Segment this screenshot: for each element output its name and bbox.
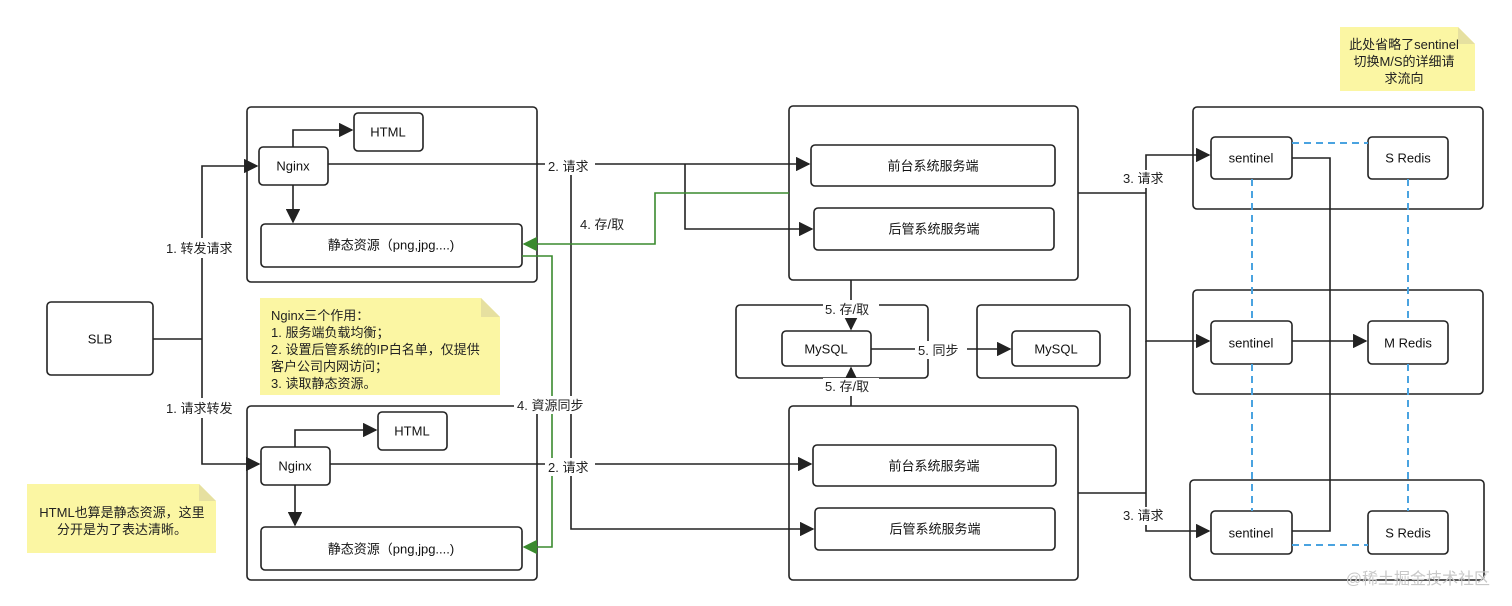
nginx-top-label: Nginx [276,159,310,174]
admin-top-label: 后管系统服务端 [888,222,979,237]
edge-sentinel-top-redis-mid [1292,157,1331,341]
html-bottom-label: HTML [394,424,429,439]
mysql-sync-container [976,304,1131,379]
label-db-store-bottom: 5. 存/取 [825,379,869,394]
edge-server-bottom-sentinel-bottom [1145,493,1211,539]
slb-label: SLB [88,332,113,347]
front-top-node [810,144,1056,187]
edge-nginx-top-admin-top [684,164,814,237]
label-store-fetch: 4. 存/取 [580,217,624,232]
note-nginx-roles-line2: 2. 设置后管系统的IP白名单，仅提供客户公司内网访问； [271,342,480,374]
mysql-sync-node [1011,330,1101,367]
mysql-sync-label: MySQL [1034,342,1077,357]
note-nginx-roles-line1: 1. 服务端负载均衡； [271,325,390,340]
html-top-node [353,112,424,152]
edge-server-top-sentinel-mid [1145,193,1211,349]
admin-bottom-label: 后管系统服务端 [889,522,980,537]
redis-bottom-container [1189,479,1485,581]
html-top-label: HTML [370,125,405,140]
nginx-bottom-container [246,405,538,581]
label-request-top: 2. 请求 [548,159,588,174]
edge-slb-to-nginx-bottom [201,339,261,472]
redis-bottom-label: S Redis [1385,526,1431,541]
edge-nginx-bottom-html [294,422,378,447]
redis-mid-container [1192,289,1484,395]
label-db-sync: 5. 同步 [918,343,958,358]
label-forward-2: 1. 请求转发 [166,401,232,416]
sentinel-top-label: sentinel [1229,151,1274,166]
note-html-text: HTML也算是静态资源，这里分开是为了表达清晰。 [39,505,205,537]
note-nginx-roles [260,298,500,395]
redis-top-label: S Redis [1385,151,1431,166]
edge-server-static-store [522,192,789,252]
front-top-label: 前台系统服务端 [887,159,978,174]
watermark: @稀土掘金技术社区 [1346,570,1490,588]
mysql-main-label: MySQL [804,342,847,357]
edge-sentinel-bottom-redis-mid [1292,341,1331,532]
redis-mid-label: M Redis [1384,336,1432,351]
label-request-bottom: 2. 请求 [548,460,588,475]
server-top-container [788,105,1079,281]
nginx-top-container [246,106,538,283]
static-bottom-label: 静态资源（png,jpg....) [328,542,454,557]
nginx-bottom-label: Nginx [278,459,312,474]
note-nginx-roles-line3: 3. 读取静态资源。 [271,376,377,391]
server-bottom-container [788,405,1079,581]
static-bottom-node [260,526,523,571]
static-top-label: 静态资源（png,jpg....) [328,238,454,253]
sentinel-mid-label: sentinel [1229,336,1274,351]
edge-nginx-top-html [292,122,354,147]
note-nginx-roles-title: Nginx三个作用： [271,308,370,323]
label-forward-1: 1. 转发请求 [166,241,232,256]
redis-top-container [1192,106,1484,210]
sentinel-bottom-label: sentinel [1229,526,1274,541]
note-html [27,484,216,553]
front-bottom-label: 前台系统服务端 [888,459,979,474]
html-bottom-node [377,411,448,451]
static-top-node [260,223,523,268]
admin-bottom-node [814,507,1056,551]
note-sentinel [1340,27,1475,91]
label-db-store-top: 5. 存/取 [825,302,869,317]
note-sentinel-text: 此处省略了sentinel切换M/S的详细请求流向 [1349,37,1459,86]
edge-nginx-top-admin-bottom [570,164,815,537]
edge-slb-to-nginx-top [201,158,259,339]
label-redis-request-bottom: 3. 请求 [1123,508,1163,523]
note-nginx-roles-text: Nginx三个作用： 1. 服务端负载均衡； 2. 设置后管系统的IP白名单，仅… [271,307,485,392]
admin-top-node [813,207,1055,251]
label-redis-request-top: 3. 请求 [1123,171,1163,186]
front-bottom-node [812,444,1057,487]
label-resource-sync: 4. 資源同步 [517,398,583,413]
